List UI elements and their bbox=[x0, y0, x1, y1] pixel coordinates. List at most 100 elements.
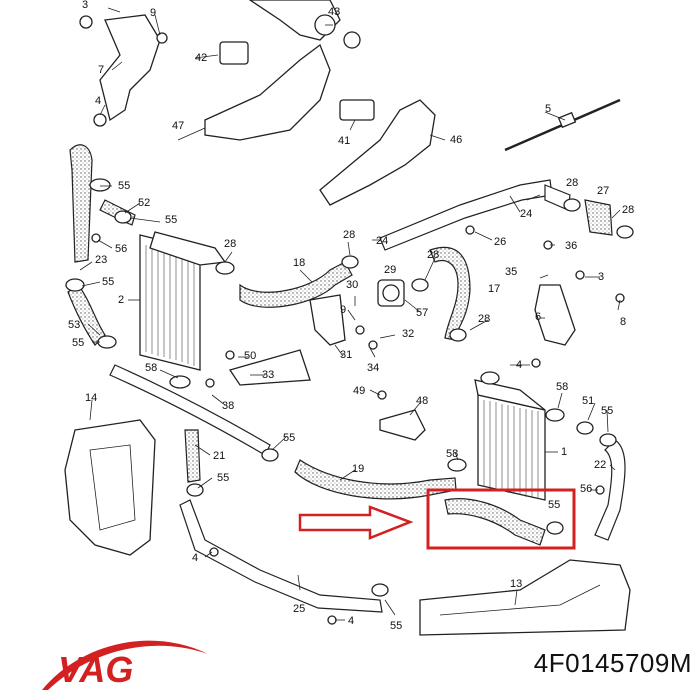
bracket-6 bbox=[534, 284, 576, 346]
callout-31: 31 bbox=[340, 349, 352, 361]
callout-55-c: 55 bbox=[102, 276, 114, 288]
callout-56-b: 56 bbox=[580, 483, 592, 495]
clamp-28b bbox=[341, 255, 359, 269]
clamp-58a bbox=[169, 375, 191, 389]
callout-49: 49 bbox=[353, 385, 365, 397]
callout-1: 1 bbox=[561, 446, 567, 458]
bracket-48 bbox=[379, 409, 426, 441]
highlight-box bbox=[426, 488, 576, 550]
callout-28-d: 28 bbox=[622, 204, 634, 216]
callout-46: 46 bbox=[450, 134, 462, 146]
clamp-55c bbox=[97, 335, 117, 349]
callout-52: 52 bbox=[138, 197, 150, 209]
callout-28-a: 28 bbox=[224, 238, 236, 250]
bracket-33 bbox=[228, 349, 311, 386]
callout-50: 50 bbox=[244, 350, 256, 362]
callout-55-f: 55 bbox=[217, 472, 229, 484]
callout-29: 29 bbox=[384, 264, 396, 276]
callout-35: 35 bbox=[505, 266, 517, 278]
callout-47: 47 bbox=[172, 120, 184, 132]
callout-4-d: 4 bbox=[348, 615, 354, 627]
callout-18: 18 bbox=[293, 257, 305, 269]
callout-58-c: 58 bbox=[556, 381, 568, 393]
pipe-25 bbox=[179, 499, 383, 613]
clamp-55b bbox=[65, 278, 85, 292]
hose-17 bbox=[429, 246, 471, 341]
gasket-42 bbox=[219, 41, 249, 65]
callout-56: 56 bbox=[115, 243, 127, 255]
clamp-55 bbox=[89, 178, 111, 192]
brand-logo: VAG bbox=[42, 640, 208, 690]
hose-27 bbox=[584, 199, 613, 236]
callout-8: 8 bbox=[620, 316, 626, 328]
clamp-28d bbox=[616, 225, 634, 239]
valve-assembly bbox=[228, 279, 576, 441]
hose-19 bbox=[294, 459, 457, 500]
part-number-label: 4F0145709M bbox=[533, 648, 692, 678]
callout-58-a: 58 bbox=[145, 362, 157, 374]
callout-28-c: 28 bbox=[566, 177, 578, 189]
clamp-28c bbox=[563, 198, 581, 212]
callout-55-g: 55 bbox=[601, 405, 613, 417]
callout-5: 5 bbox=[545, 103, 551, 115]
hose-highlighted bbox=[444, 498, 546, 546]
callout-9-b: 9 bbox=[340, 304, 346, 316]
clamp-28f bbox=[480, 371, 500, 385]
callout-26: 26 bbox=[494, 236, 506, 248]
callout-23: 23 bbox=[95, 254, 107, 266]
air-guide-13 bbox=[419, 559, 631, 636]
pipe-22 bbox=[594, 439, 626, 541]
seal-43 bbox=[343, 31, 361, 49]
callout-27: 27 bbox=[597, 185, 609, 197]
callout-55-a: 55 bbox=[118, 180, 130, 192]
pipes bbox=[109, 179, 626, 613]
clamp-51 bbox=[576, 421, 594, 435]
callout-38: 38 bbox=[222, 400, 234, 412]
highlight-arrow bbox=[298, 505, 414, 540]
callout-28-e: 28 bbox=[427, 249, 439, 261]
callout-9: 9 bbox=[150, 7, 156, 19]
callout-41: 41 bbox=[338, 135, 350, 147]
clamp-28a bbox=[215, 261, 235, 275]
clamp-58c bbox=[545, 408, 565, 422]
callout-24-b: 24 bbox=[520, 208, 532, 220]
callout-51: 51 bbox=[582, 395, 594, 407]
callout-55-h: 55 bbox=[548, 499, 560, 511]
clamp-55d bbox=[261, 448, 279, 462]
clamp-29 bbox=[411, 278, 429, 292]
bolts bbox=[91, 225, 625, 625]
gasket-31 bbox=[339, 99, 375, 121]
callout-4: 4 bbox=[95, 95, 101, 107]
callout-14: 14 bbox=[85, 392, 97, 404]
hose-23 bbox=[69, 144, 93, 263]
bracket-7 bbox=[79, 14, 168, 127]
callout-25: 25 bbox=[293, 603, 305, 615]
callout-4-c: 4 bbox=[192, 552, 198, 564]
callout-3-b: 3 bbox=[598, 271, 604, 283]
logo-text: VAG bbox=[58, 649, 133, 690]
callout-58-b: 58 bbox=[446, 448, 458, 460]
callout-32: 32 bbox=[402, 328, 414, 340]
callout-13: 13 bbox=[510, 578, 522, 590]
clamps bbox=[65, 178, 634, 597]
callout-labels: 3 9 7 4 47 42 43 5 41 46 55 52 55 56 23 … bbox=[68, 0, 634, 632]
callout-48: 48 bbox=[416, 395, 428, 407]
callout-22: 22 bbox=[594, 459, 606, 471]
callout-34: 34 bbox=[367, 362, 379, 374]
callout-55-i: 55 bbox=[390, 620, 402, 632]
cable-tie-5 bbox=[504, 98, 621, 152]
callout-7: 7 bbox=[98, 64, 104, 76]
callout-36: 36 bbox=[565, 240, 577, 252]
callout-3: 3 bbox=[82, 0, 88, 11]
pipe-31 bbox=[309, 294, 346, 346]
clamp-52 bbox=[114, 210, 132, 224]
clamp-55f bbox=[599, 433, 617, 447]
intercooler-right bbox=[474, 379, 546, 501]
callout-17: 17 bbox=[488, 283, 500, 295]
leader-lines bbox=[79, 7, 621, 621]
callout-28-b: 28 bbox=[343, 229, 355, 241]
clamp-55h bbox=[371, 583, 389, 597]
air-guide-14 bbox=[64, 419, 156, 556]
logo-swoosh bbox=[42, 640, 208, 690]
